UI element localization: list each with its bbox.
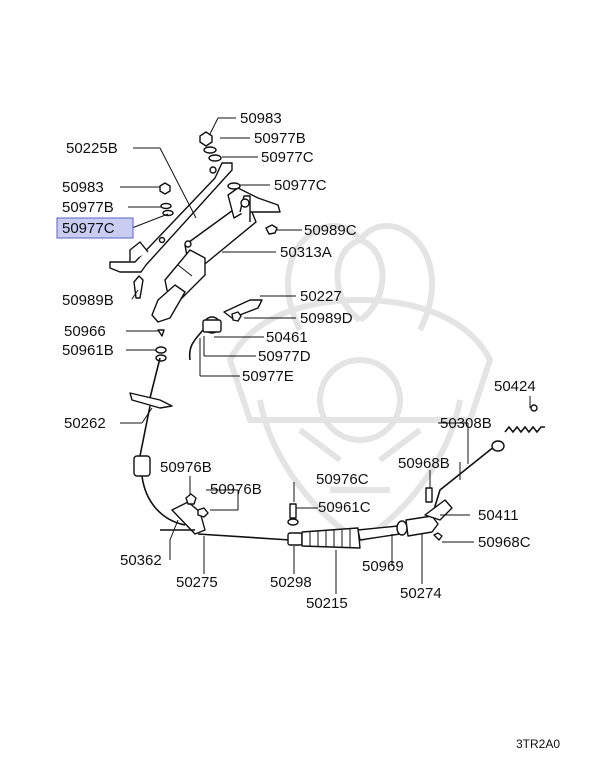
watermark-emblem bbox=[226, 222, 494, 544]
label-50977c-top[interactable]: 50977C bbox=[261, 149, 314, 166]
link-50308B bbox=[424, 440, 505, 521]
label-50976c[interactable]: 50976C bbox=[316, 471, 369, 488]
fasteners-upper bbox=[133, 131, 278, 322]
label-50313a[interactable]: 50313A bbox=[280, 244, 332, 261]
label-50308b[interactable]: 50308B bbox=[440, 415, 492, 432]
label-50227[interactable]: 50227 bbox=[300, 288, 342, 305]
label-50976b-b[interactable]: 50976B bbox=[210, 481, 262, 498]
label-50968b[interactable]: 50968B bbox=[398, 455, 450, 472]
label-50262[interactable]: 50262 bbox=[64, 415, 106, 432]
label-50977c-highlighted[interactable]: 50977C bbox=[62, 220, 115, 237]
label-50298[interactable]: 50298 bbox=[270, 574, 312, 591]
label-50225b[interactable]: 50225B bbox=[66, 140, 118, 157]
label-50275[interactable]: 50275 bbox=[176, 574, 218, 591]
spring-50424 bbox=[504, 404, 545, 434]
label-50977d[interactable]: 50977D bbox=[258, 348, 311, 365]
label-50215[interactable]: 50215 bbox=[306, 595, 348, 612]
label-50362[interactable]: 50362 bbox=[120, 552, 162, 569]
label-50969[interactable]: 50969 bbox=[362, 558, 404, 575]
label-50977e[interactable]: 50977E bbox=[242, 368, 294, 385]
label-50274[interactable]: 50274 bbox=[400, 585, 442, 602]
label-50977b-top[interactable]: 50977B bbox=[254, 130, 306, 147]
label-50977c-mid[interactable]: 50977C bbox=[274, 177, 327, 194]
adjuster-50274 bbox=[396, 515, 439, 537]
diagram-code: 3TR2A0 bbox=[516, 737, 560, 751]
label-50989b[interactable]: 50989B bbox=[62, 292, 114, 309]
label-50968c[interactable]: 50968C bbox=[478, 534, 531, 551]
label-50961c[interactable]: 50961C bbox=[318, 499, 371, 516]
label-50989c-right[interactable]: 50989C bbox=[304, 222, 357, 239]
label-50411[interactable]: 50411 bbox=[478, 507, 519, 524]
label-50983-top[interactable]: 50983 bbox=[240, 110, 282, 127]
switch-50461 bbox=[188, 316, 222, 361]
label-50424[interactable]: 50424 bbox=[494, 378, 536, 395]
fasteners-lower bbox=[185, 487, 443, 541]
equalizer-50362 bbox=[160, 501, 291, 541]
label-50961b[interactable]: 50961B bbox=[62, 342, 114, 359]
lever-assembly-50313A bbox=[151, 187, 281, 323]
label-50461[interactable]: 50461 bbox=[266, 329, 308, 346]
bracket-50227 bbox=[223, 299, 263, 319]
highlight-box bbox=[56, 217, 134, 239]
label-50976b-a[interactable]: 50976B bbox=[160, 459, 212, 476]
label-50977b-left[interactable]: 50977B bbox=[62, 199, 114, 216]
label-50966[interactable]: 50966 bbox=[64, 323, 106, 340]
leader-lines bbox=[120, 117, 531, 594]
part-labels: 50983 50977B 50977C 50225B 50977C 50983 … bbox=[62, 110, 536, 612]
label-50983-left[interactable]: 50983 bbox=[62, 179, 104, 196]
lever-bracket-50225B bbox=[109, 162, 233, 273]
label-50989d[interactable]: 50989D bbox=[300, 310, 353, 327]
front-cable-50262 bbox=[129, 329, 186, 526]
cable-rear-50215 bbox=[287, 525, 401, 549]
